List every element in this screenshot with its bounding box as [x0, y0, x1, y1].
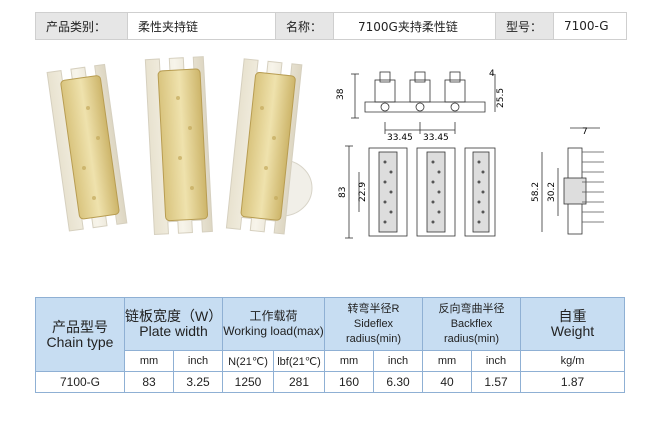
spec-table: 产品型号 Chain type 链板宽度（W） Plate width 工作载荷…	[35, 297, 625, 393]
plate-width-en: Plate width	[139, 323, 208, 339]
unit-inch: inch	[173, 350, 223, 372]
dim-7: 7	[582, 127, 588, 137]
unit-lbf: lbf(21℃)	[273, 350, 325, 372]
col-chain-type: 产品型号 Chain type	[35, 297, 125, 372]
col-sideflex: 转弯半径R Sideflex radius(min)	[324, 297, 423, 351]
product-header: 产品类别： 柔性夹持链 名称： 7100G夹持柔性链 型号： 7100-G	[35, 12, 627, 40]
cell-load-n: 1250	[222, 371, 274, 393]
cell-width-mm: 83	[124, 371, 174, 393]
dim-25-5: 25.5	[496, 88, 505, 108]
unit-mm-back: mm	[422, 350, 472, 372]
table-row: 7100-G 83 3.25 1250 281 160 6.30 40 1.57…	[35, 371, 625, 393]
dim-33-45-a: 33.45	[387, 133, 413, 142]
sideflex-cn: 转弯半径R	[347, 302, 400, 315]
name-label: 名称：	[276, 13, 334, 39]
dim-58-2: 58.2	[531, 182, 541, 202]
backflex-cn: 反向弯曲半径	[438, 302, 505, 315]
col-plate-width: 链板宽度（W） Plate width	[124, 297, 223, 351]
chain-type-en: Chain type	[46, 333, 114, 350]
working-load-cn: 工作载荷	[249, 309, 298, 323]
col-working-load: 工作载荷 Working load(max)	[222, 297, 325, 351]
sideflex-en: Sideflex radius(min)	[345, 317, 401, 345]
dim-38: 38	[336, 88, 346, 100]
cell-back-mm: 40	[422, 371, 472, 393]
dim-33-45-b: 33.45	[423, 133, 449, 142]
model-value: 7100-G	[554, 13, 626, 39]
dim-83: 83	[338, 187, 348, 198]
col-backflex: 反向弯曲半径 Backflex radius(min)	[422, 297, 521, 351]
backflex-en: Backflex radius(min)	[443, 317, 499, 345]
unit-inch-side: inch	[373, 350, 423, 372]
cell-back-inch: 1.57	[471, 371, 521, 393]
top-view-drawing: 38 4 25.5 33.45 33.45	[336, 69, 505, 142]
unit-mm-side: mm	[324, 350, 374, 372]
weight-cn: 自重	[558, 308, 587, 324]
cell-width-inch: 3.25	[173, 371, 223, 393]
cell-load-lbf: 281	[273, 371, 325, 393]
dim-30-2: 30.2	[547, 182, 557, 202]
category-value: 柔性夹持链	[128, 13, 276, 39]
weight-en: Weight	[550, 323, 595, 339]
cell-side-inch: 6.30	[373, 371, 423, 393]
working-load-en: Working load(max)	[223, 324, 324, 338]
front-view-drawing: 83 22.9	[338, 145, 496, 239]
unit-n: N(21℃)	[222, 350, 274, 372]
dim-4: 4	[489, 69, 495, 79]
name-value: 7100G夹持柔性链	[334, 13, 496, 39]
plate-width-cn: 链板宽度（W）	[125, 308, 223, 324]
col-weight: 自重 Weight	[520, 297, 625, 351]
cell-weight: 1.87	[520, 371, 625, 393]
dim-22-9: 22.9	[358, 182, 368, 202]
cell-type: 7100-G	[35, 371, 125, 393]
model-label: 型号：	[496, 13, 554, 39]
side-view-drawing: 7 58.2 30.2	[531, 127, 604, 235]
unit-kgm: kg/m	[520, 350, 625, 372]
cell-side-mm: 160	[324, 371, 374, 393]
unit-mm: mm	[124, 350, 174, 372]
product-photo	[40, 48, 332, 248]
chain-type-cn: 产品型号	[52, 318, 108, 335]
unit-inch-back: inch	[471, 350, 521, 372]
category-label: 产品类别：	[36, 13, 128, 39]
